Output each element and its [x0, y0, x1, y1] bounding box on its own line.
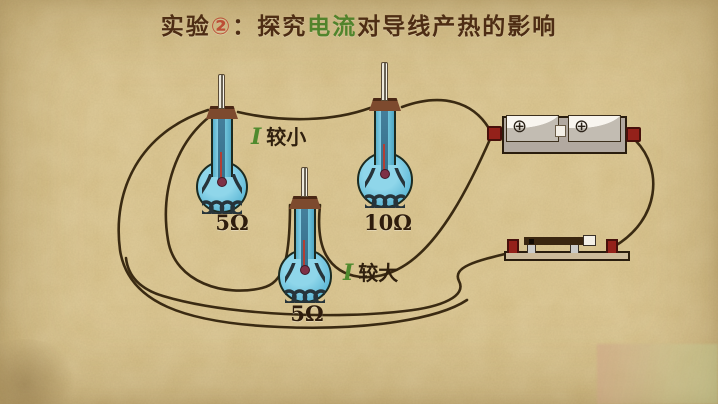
thermometer-bulb [300, 265, 310, 275]
thermometer-rod [381, 62, 388, 101]
watermark-blur-patch [597, 344, 718, 404]
resistance-label-2: 10Ω [364, 210, 412, 235]
plus-terminal-icon: ⊕ [512, 116, 528, 137]
switch-pivot-screw [529, 239, 534, 244]
flask-stopper [289, 196, 321, 209]
title-number-badge: ② [210, 14, 233, 40]
switch-terminal-right [606, 239, 618, 253]
switch-handle [583, 235, 596, 246]
current-symbol: I [343, 260, 354, 286]
battery-cell-2: ⊕ [568, 115, 621, 142]
battery-pack: ⊕ ⊕ [485, 112, 645, 158]
title-current-word: 电流 [307, 14, 358, 40]
wire-flask1-to-flask2 [236, 106, 372, 121]
battery-terminal-right [626, 127, 641, 142]
page-title: 实验②：探究电流对导线产热的影响 [0, 7, 718, 41]
current-symbol: I [251, 124, 262, 150]
cell-connector [555, 125, 566, 137]
thermometer-rod [218, 74, 225, 109]
annotation-text: 较小 [266, 125, 307, 149]
title-rest: 对导线产热的影响 [357, 14, 558, 40]
annotation-text: 较大 [358, 261, 399, 285]
thermometer-bulb [217, 177, 227, 187]
knife-switch [500, 228, 635, 266]
thermometer-rod [301, 167, 308, 197]
resistance-label-3: 5Ω [290, 301, 324, 326]
switch-terminal-left [507, 239, 519, 253]
plus-terminal-icon: ⊕ [574, 116, 590, 137]
battery-cell-1: ⊕ [506, 115, 559, 142]
resistance-label-1: 5Ω [215, 210, 249, 235]
thermometer-bulb [380, 169, 390, 179]
title-experiment: 实验 [160, 14, 211, 40]
battery-terminal-left [487, 126, 502, 141]
title-colon: ： [232, 14, 258, 40]
title-explore: 探究 [257, 14, 308, 40]
